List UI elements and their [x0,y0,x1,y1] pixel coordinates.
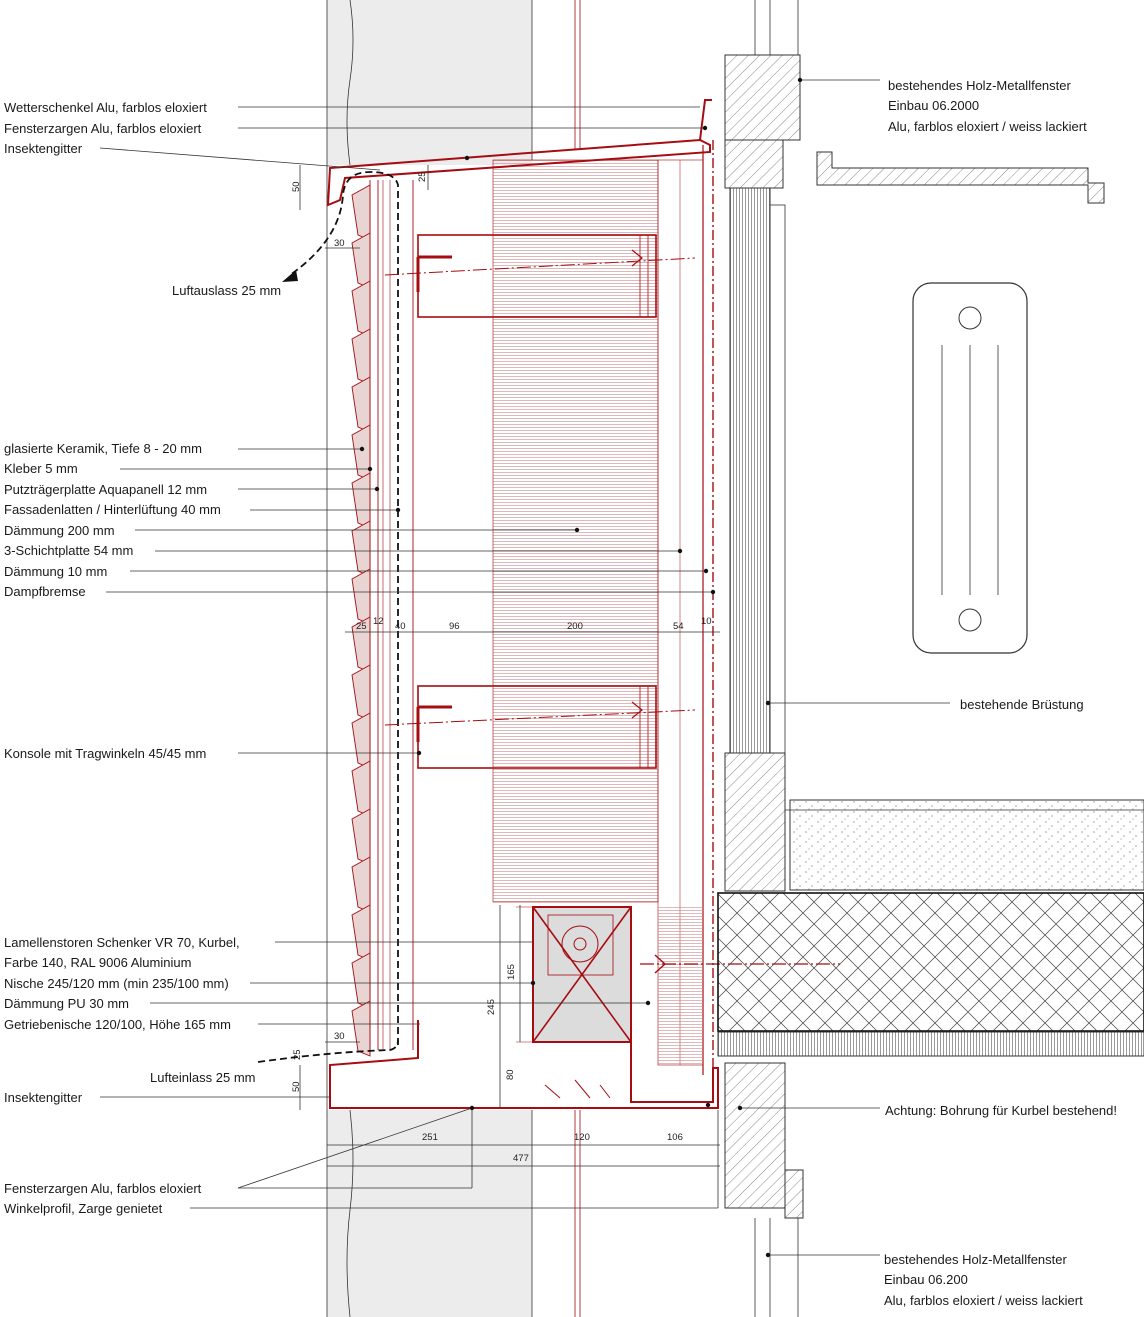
dim-niche-245: 245 [486,999,497,1015]
window-strip [574,0,581,1317]
substructure [369,180,414,1050]
label-fenster-bottom-3: Alu, farblos eloxiert / weiss lackiert [884,1293,1083,1308]
air-flow-path [257,171,399,1063]
label-insektengitter-top: Insektengitter [4,141,83,156]
label-dampfbremse: Dampfbremse [4,584,86,599]
label-winkelprofil: Winkelprofil, Zarge genietet [4,1201,163,1216]
console-lower [384,685,696,769]
ceramic-tile [351,712,371,769]
label-fensterzargen-top: Fensterzargen Alu, farblos eloxiert [4,121,202,136]
ceramic-tile [351,1000,371,1057]
ceramic-tile [351,424,371,481]
dim-layer-board: 12 [373,616,384,627]
ceramic-tile [351,520,371,577]
dim-layer-thin-insulation: 10 [701,616,712,627]
leader-lines [99,79,950,1256]
label-kleber: Kleber 5 mm [4,461,78,476]
dim-niche-80: 80 [505,1069,516,1080]
dim-layer-battens: 40 [395,621,406,632]
label-farbe: Farbe 140, RAL 9006 Aluminium [4,955,192,970]
ceramic-tile [351,328,371,385]
label-keramik: glasierte Keramik, Tiefe 8 - 20 mm [4,441,202,456]
label-luftauslass: Luftauslass 25 mm [172,283,282,298]
ceramic-tile [351,280,371,337]
dim-bottom-50: 50 [291,1081,302,1092]
dimension-texts: 25 12 40 96 200 54 10 50 25 30 30 25 50 … [291,171,712,1164]
dim-top-30: 30 [334,238,345,249]
dim-niche-165: 165 [506,964,517,980]
label-daemmung-10: Dämmung 10 mm [4,564,108,579]
dim-base-106: 106 [667,1132,683,1143]
dim-layer-panel: 54 [673,621,684,632]
existing-wall [326,0,533,1317]
ceramic-tile [351,376,371,433]
label-getriebenische: Getriebenische 120/100, Höhe 165 mm [4,1017,231,1032]
radiator [912,282,1028,654]
label-lamellenstoren: Lamellenstoren Schenker VR 70, Kurbel, [4,935,240,950]
weather-bar [326,99,712,207]
label-bruestung: bestehende Brüstung [960,697,1084,712]
ceramic-tile [351,568,371,625]
ceramic-tile [351,952,371,1009]
dim-base-120: 120 [574,1132,590,1143]
dim-bottom-30: 30 [334,1031,345,1042]
label-daemmung-pu: Dämmung PU 30 mm [4,996,129,1011]
ceramic-tile [351,808,371,865]
label-fassadenlatten: Fassadenlatten / Hinterlüftung 40 mm [4,502,221,517]
label-insektengitter-bottom: Insektengitter [4,1090,83,1105]
label-lufteinlass: Lufteinlass 25 mm [150,1070,256,1085]
label-fenster-top-1: bestehendes Holz-Metallfenster [888,78,1071,93]
ceramic-tile [351,760,371,817]
label-fenster-top-2: Einbau 06.2000 [888,98,980,113]
ceramic-tile [351,664,371,721]
ceramic-tile [351,904,371,961]
console-upper [384,234,696,318]
dim-layer-insulation: 200 [567,621,583,632]
label-daemmung-200: Dämmung 200 mm [4,523,115,538]
bottom-sill [329,1020,719,1109]
dim-base-477: 477 [513,1153,529,1164]
label-wetterschenkel: Wetterschenkel Alu, farblos eloxiert [4,100,207,115]
ceramic-cladding [351,184,371,1057]
existing-window-top [724,0,801,189]
leader-dots [359,77,803,1258]
label-fensterzargen-bottom: Fensterzargen Alu, farblos eloxiert [4,1181,202,1196]
interior-sill [816,151,1105,204]
label-fenster-bottom-2: Einbau 06.200 [884,1272,968,1287]
existing-parapet [724,187,786,892]
label-achtung: Achtung: Bohrung für Kurbel bestehend! [885,1103,1117,1118]
dim-layer-gap: 96 [449,621,460,632]
dim-base-251: 251 [422,1132,438,1143]
ceramic-tile [351,232,371,289]
label-konsole: Konsole mit Tragwinkeln 45/45 mm [4,746,207,761]
label-schichtplatte: 3-Schichtplatte 54 mm [4,543,134,558]
floor-slab [717,799,1144,1057]
label-nische: Nische 245/120 mm (min 235/100 mm) [4,976,229,991]
label-fenster-bottom-1: bestehendes Holz-Metallfenster [884,1252,1067,1267]
panel-layers [657,140,714,1080]
label-fenster-top-3: Alu, farblos eloxiert / weiss lackiert [888,119,1087,134]
ceramic-tile [351,184,371,241]
label-putztraegerplatte: Putzträgerplatte Aquapanell 12 mm [4,482,208,497]
dim-top-50: 50 [291,181,302,192]
ceramic-tile [351,472,371,529]
dim-layer-ceramic: 25 [356,621,367,632]
existing-window-bottom [724,1062,804,1317]
dimension-lines [299,165,720,1167]
ceramic-tile [351,856,371,913]
dim-top-25: 25 [417,171,428,182]
dim-bottom-25: 25 [292,1049,303,1060]
